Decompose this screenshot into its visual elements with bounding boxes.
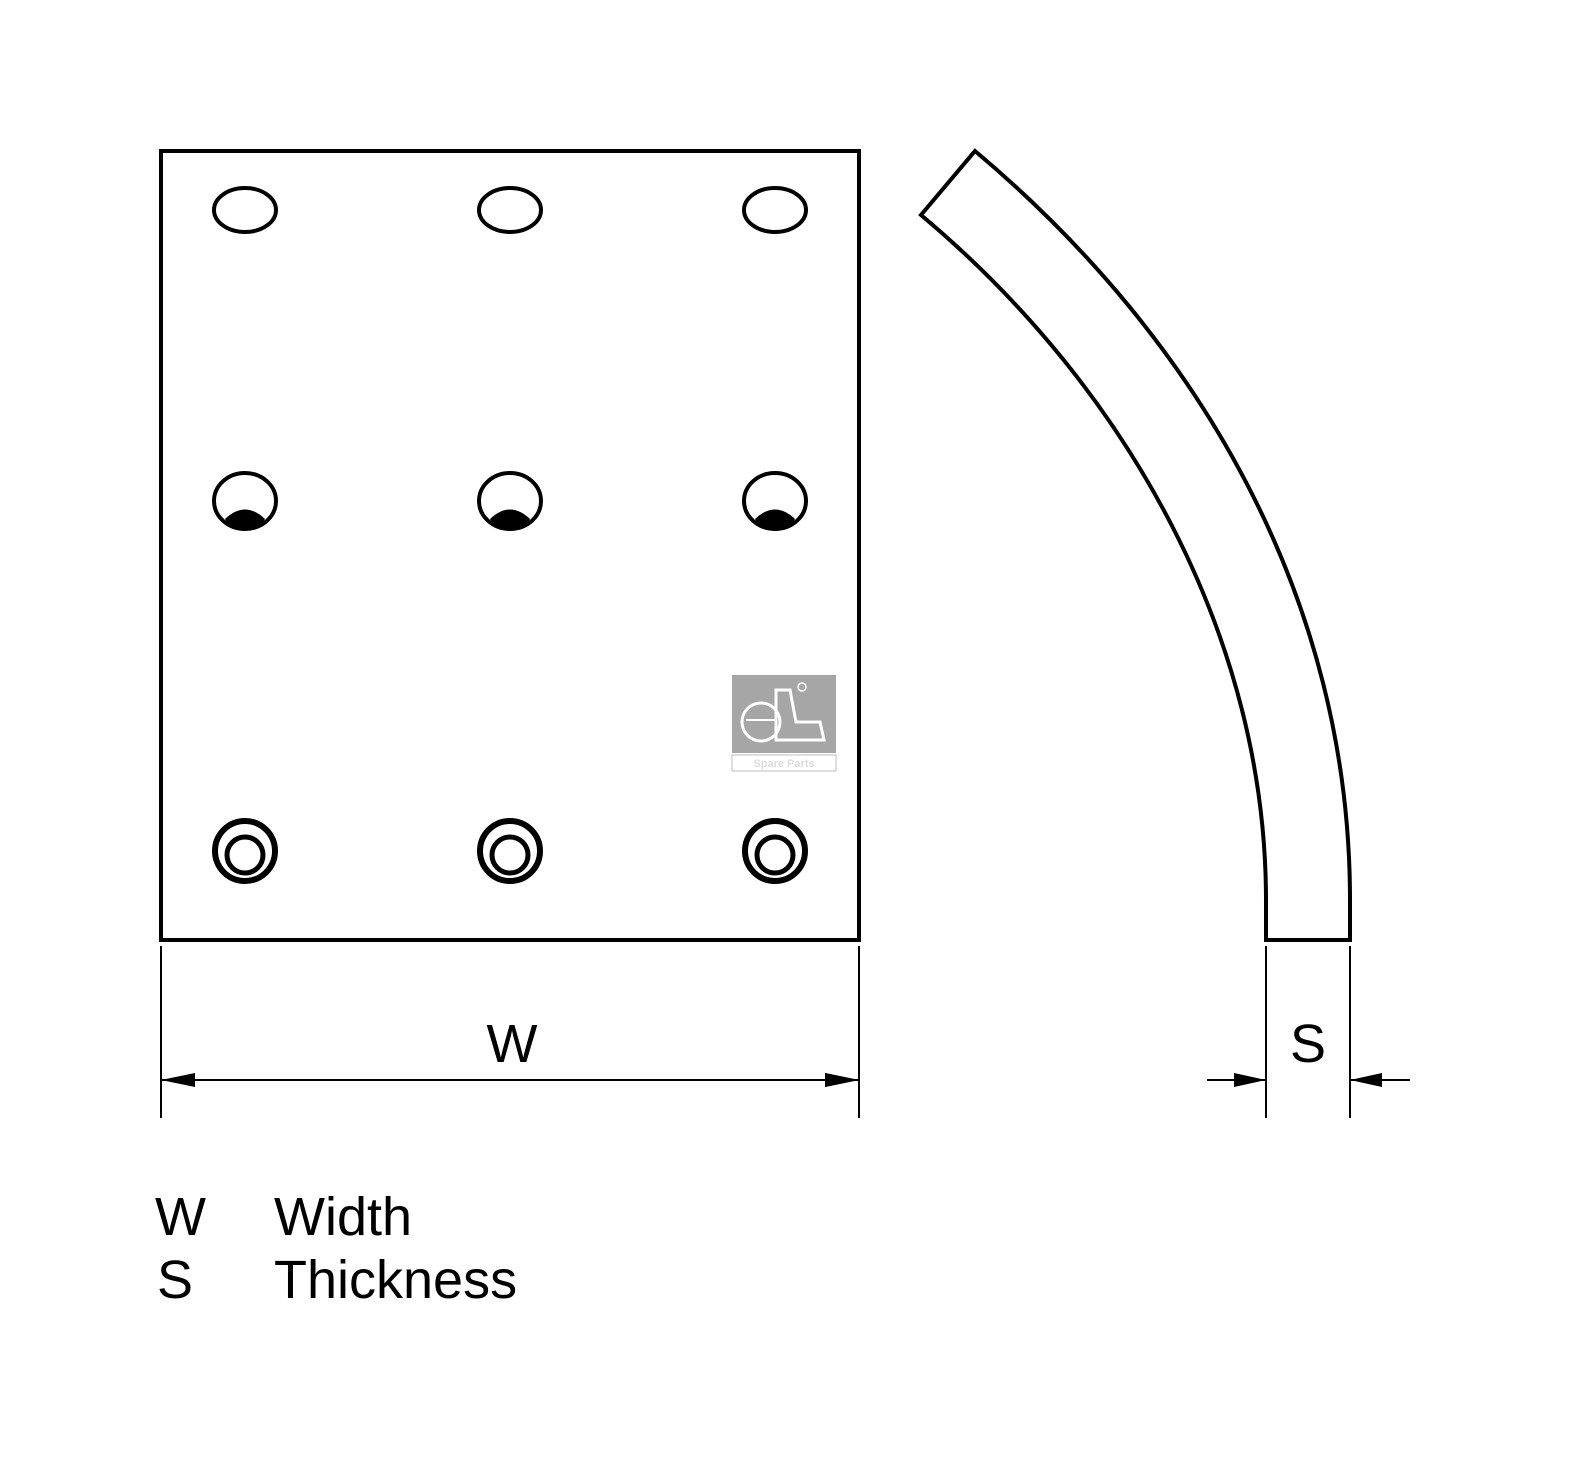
hole-row-middle (212, 471, 808, 531)
hole (212, 186, 278, 234)
arrow-left-icon (1350, 1073, 1382, 1087)
width-label: W (487, 1014, 538, 1074)
lining-side-view (918, 148, 1352, 942)
hole (477, 186, 543, 234)
legend-meaning: Width (274, 1187, 412, 1247)
hole (742, 186, 808, 234)
counterbored-hole (742, 818, 808, 884)
lining-outline (159, 149, 861, 942)
arrow-left-icon (161, 1073, 195, 1087)
arrow-right-icon (825, 1073, 859, 1087)
countersunk-hole (212, 471, 278, 531)
legend-symbol: S (157, 1250, 193, 1310)
countersunk-hole (477, 471, 543, 531)
svg-text:Spare Parts: Spare Parts (753, 758, 814, 770)
width-dimension: W (160, 946, 860, 1118)
arrow-right-icon (1234, 1073, 1266, 1087)
legend-meaning: Thickness (274, 1250, 517, 1310)
hole-row-bottom (212, 818, 808, 884)
legend: W Width S Thickness (155, 1187, 517, 1310)
lining-front-view: Spare Parts (159, 149, 861, 942)
counterbored-hole (477, 818, 543, 884)
counterbored-hole (212, 818, 278, 884)
countersunk-hole (742, 471, 808, 531)
thickness-dimension: S (1207, 946, 1410, 1118)
curved-profile (918, 148, 1352, 942)
legend-symbol: W (155, 1187, 206, 1247)
thickness-label: S (1290, 1014, 1326, 1074)
dt-spare-parts-logo: Spare Parts (731, 675, 837, 772)
hole-row-top (212, 186, 808, 234)
